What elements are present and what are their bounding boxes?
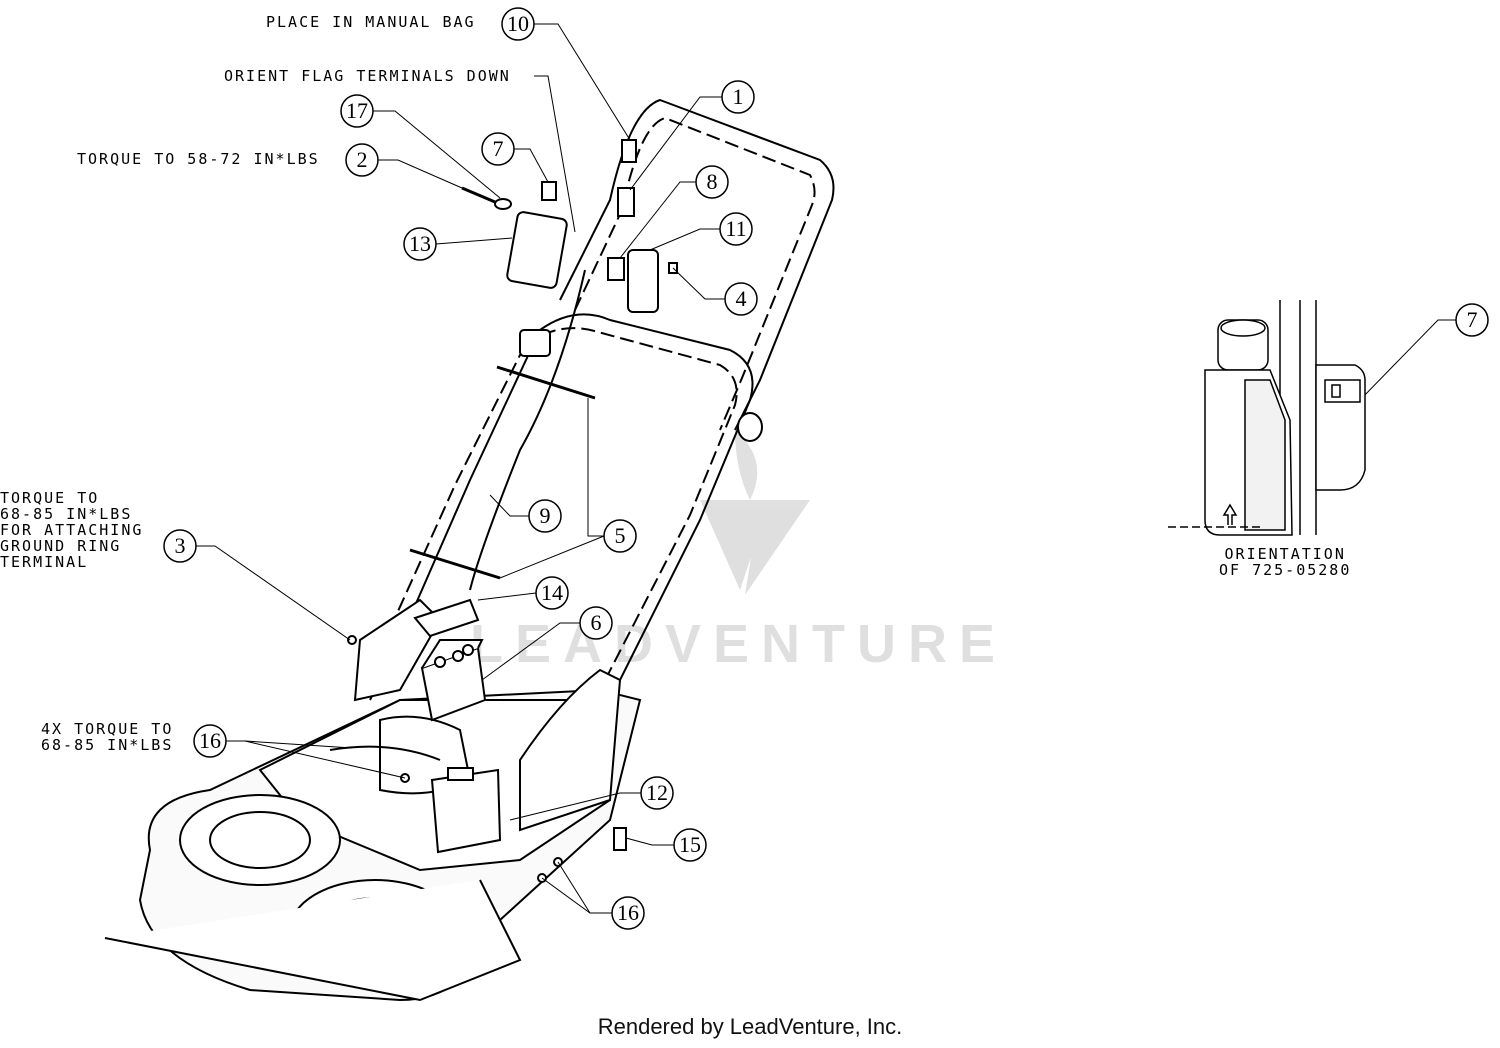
callout-9: 9 [528, 499, 562, 533]
callout-13: 13 [403, 227, 437, 261]
svg-text:12: 12 [646, 780, 668, 805]
callout-15: 15 [673, 828, 707, 862]
mower-deck [104, 598, 642, 1002]
handle-components [409, 139, 763, 591]
footer-credit: Rendered by LeadVenture, Inc. [597, 1014, 903, 1039]
part-1-key [617, 187, 635, 217]
watermark: LEADVENTURE [470, 430, 1007, 674]
svg-text:6: 6 [591, 610, 602, 635]
callout-10: 10 [501, 7, 535, 41]
part-7-clip [541, 181, 557, 201]
part-10-key [621, 139, 637, 163]
part-17-nut [494, 198, 512, 210]
svg-text:15: 15 [679, 832, 701, 857]
svg-text:4: 4 [736, 286, 747, 311]
callout-2: 2 [345, 143, 379, 177]
callout-1: 1 [721, 80, 755, 114]
part-5-tie-lower [409, 548, 501, 580]
svg-text:5: 5 [615, 523, 626, 548]
svg-text:1: 1 [733, 84, 744, 109]
callout-5: 5 [603, 519, 637, 553]
side-bracket-right [519, 668, 622, 832]
svg-text:3: 3 [175, 533, 186, 558]
svg-text:17: 17 [346, 98, 368, 123]
part-9-wire [469, 269, 586, 591]
part-15-clip [613, 827, 627, 851]
part-11-cover [627, 249, 659, 313]
svg-text:8: 8 [707, 169, 718, 194]
callout-7: 7 [481, 132, 515, 166]
svg-text:16: 16 [617, 900, 639, 925]
handle-knob [737, 412, 763, 442]
note-torque-58: TORQUE TO 58-72 IN*LBS [77, 150, 320, 168]
leader-lines [196, 23, 1456, 914]
callout-14: 14 [535, 576, 569, 610]
deck-components [347, 598, 627, 883]
callout-17: 17 [340, 94, 374, 128]
callout-11: 11 [719, 212, 753, 246]
watermark-text: LEADVENTURE [470, 614, 1007, 674]
watermark-logo-icon [700, 430, 810, 595]
part-13-housing [506, 211, 568, 289]
note-manual-bag: PLACE IN MANUAL BAG [266, 13, 476, 31]
note-torque-4x: 4X TORQUE TO 68-85 IN*LBS [41, 720, 174, 754]
callout-16-upper: 16 [193, 724, 227, 758]
svg-text:9: 9 [540, 503, 551, 528]
svg-text:2: 2 [357, 147, 368, 172]
callout-8: 8 [695, 165, 729, 199]
note-orientation: ORIENTATION OF 725-05280 [1219, 545, 1352, 579]
orientation-detail [1168, 300, 1366, 536]
note-torque-ground: TORQUE TO 68-85 IN*LBS FOR ATTACHING GRO… [0, 489, 144, 571]
detail-switch [1324, 379, 1361, 403]
detail-arrow-icon [1222, 503, 1238, 525]
part-2-bolt [461, 186, 496, 204]
part-8-switch [607, 257, 625, 281]
svg-text:13: 13 [409, 231, 431, 256]
discharge-chute [104, 879, 522, 1002]
svg-text:7: 7 [1467, 307, 1478, 332]
callout-12: 12 [640, 776, 674, 810]
callout-6: 6 [579, 606, 613, 640]
callout-7-detail: 7 [1455, 303, 1489, 337]
handle-bracket [519, 329, 551, 357]
svg-text:14: 14 [541, 580, 563, 605]
callout-16-lower: 16 [611, 896, 645, 930]
callouts: 10 1 17 7 2 8 11 13 4 9 5 3 14 6 16 12 1… [163, 7, 1489, 930]
note-orient-flag: ORIENT FLAG TERMINALS DOWN [224, 67, 511, 85]
svg-text:11: 11 [725, 216, 746, 241]
part-12-battery [430, 768, 502, 854]
callout-4: 4 [724, 282, 758, 316]
svg-text:16: 16 [199, 728, 221, 753]
svg-text:7: 7 [493, 136, 504, 161]
side-bracket-left [353, 598, 442, 702]
part-5-tie-upper [496, 365, 596, 400]
svg-text:10: 10 [507, 11, 529, 36]
part-3-screw [347, 635, 357, 645]
part-14-cover [413, 598, 480, 638]
callout-3: 3 [163, 529, 197, 563]
